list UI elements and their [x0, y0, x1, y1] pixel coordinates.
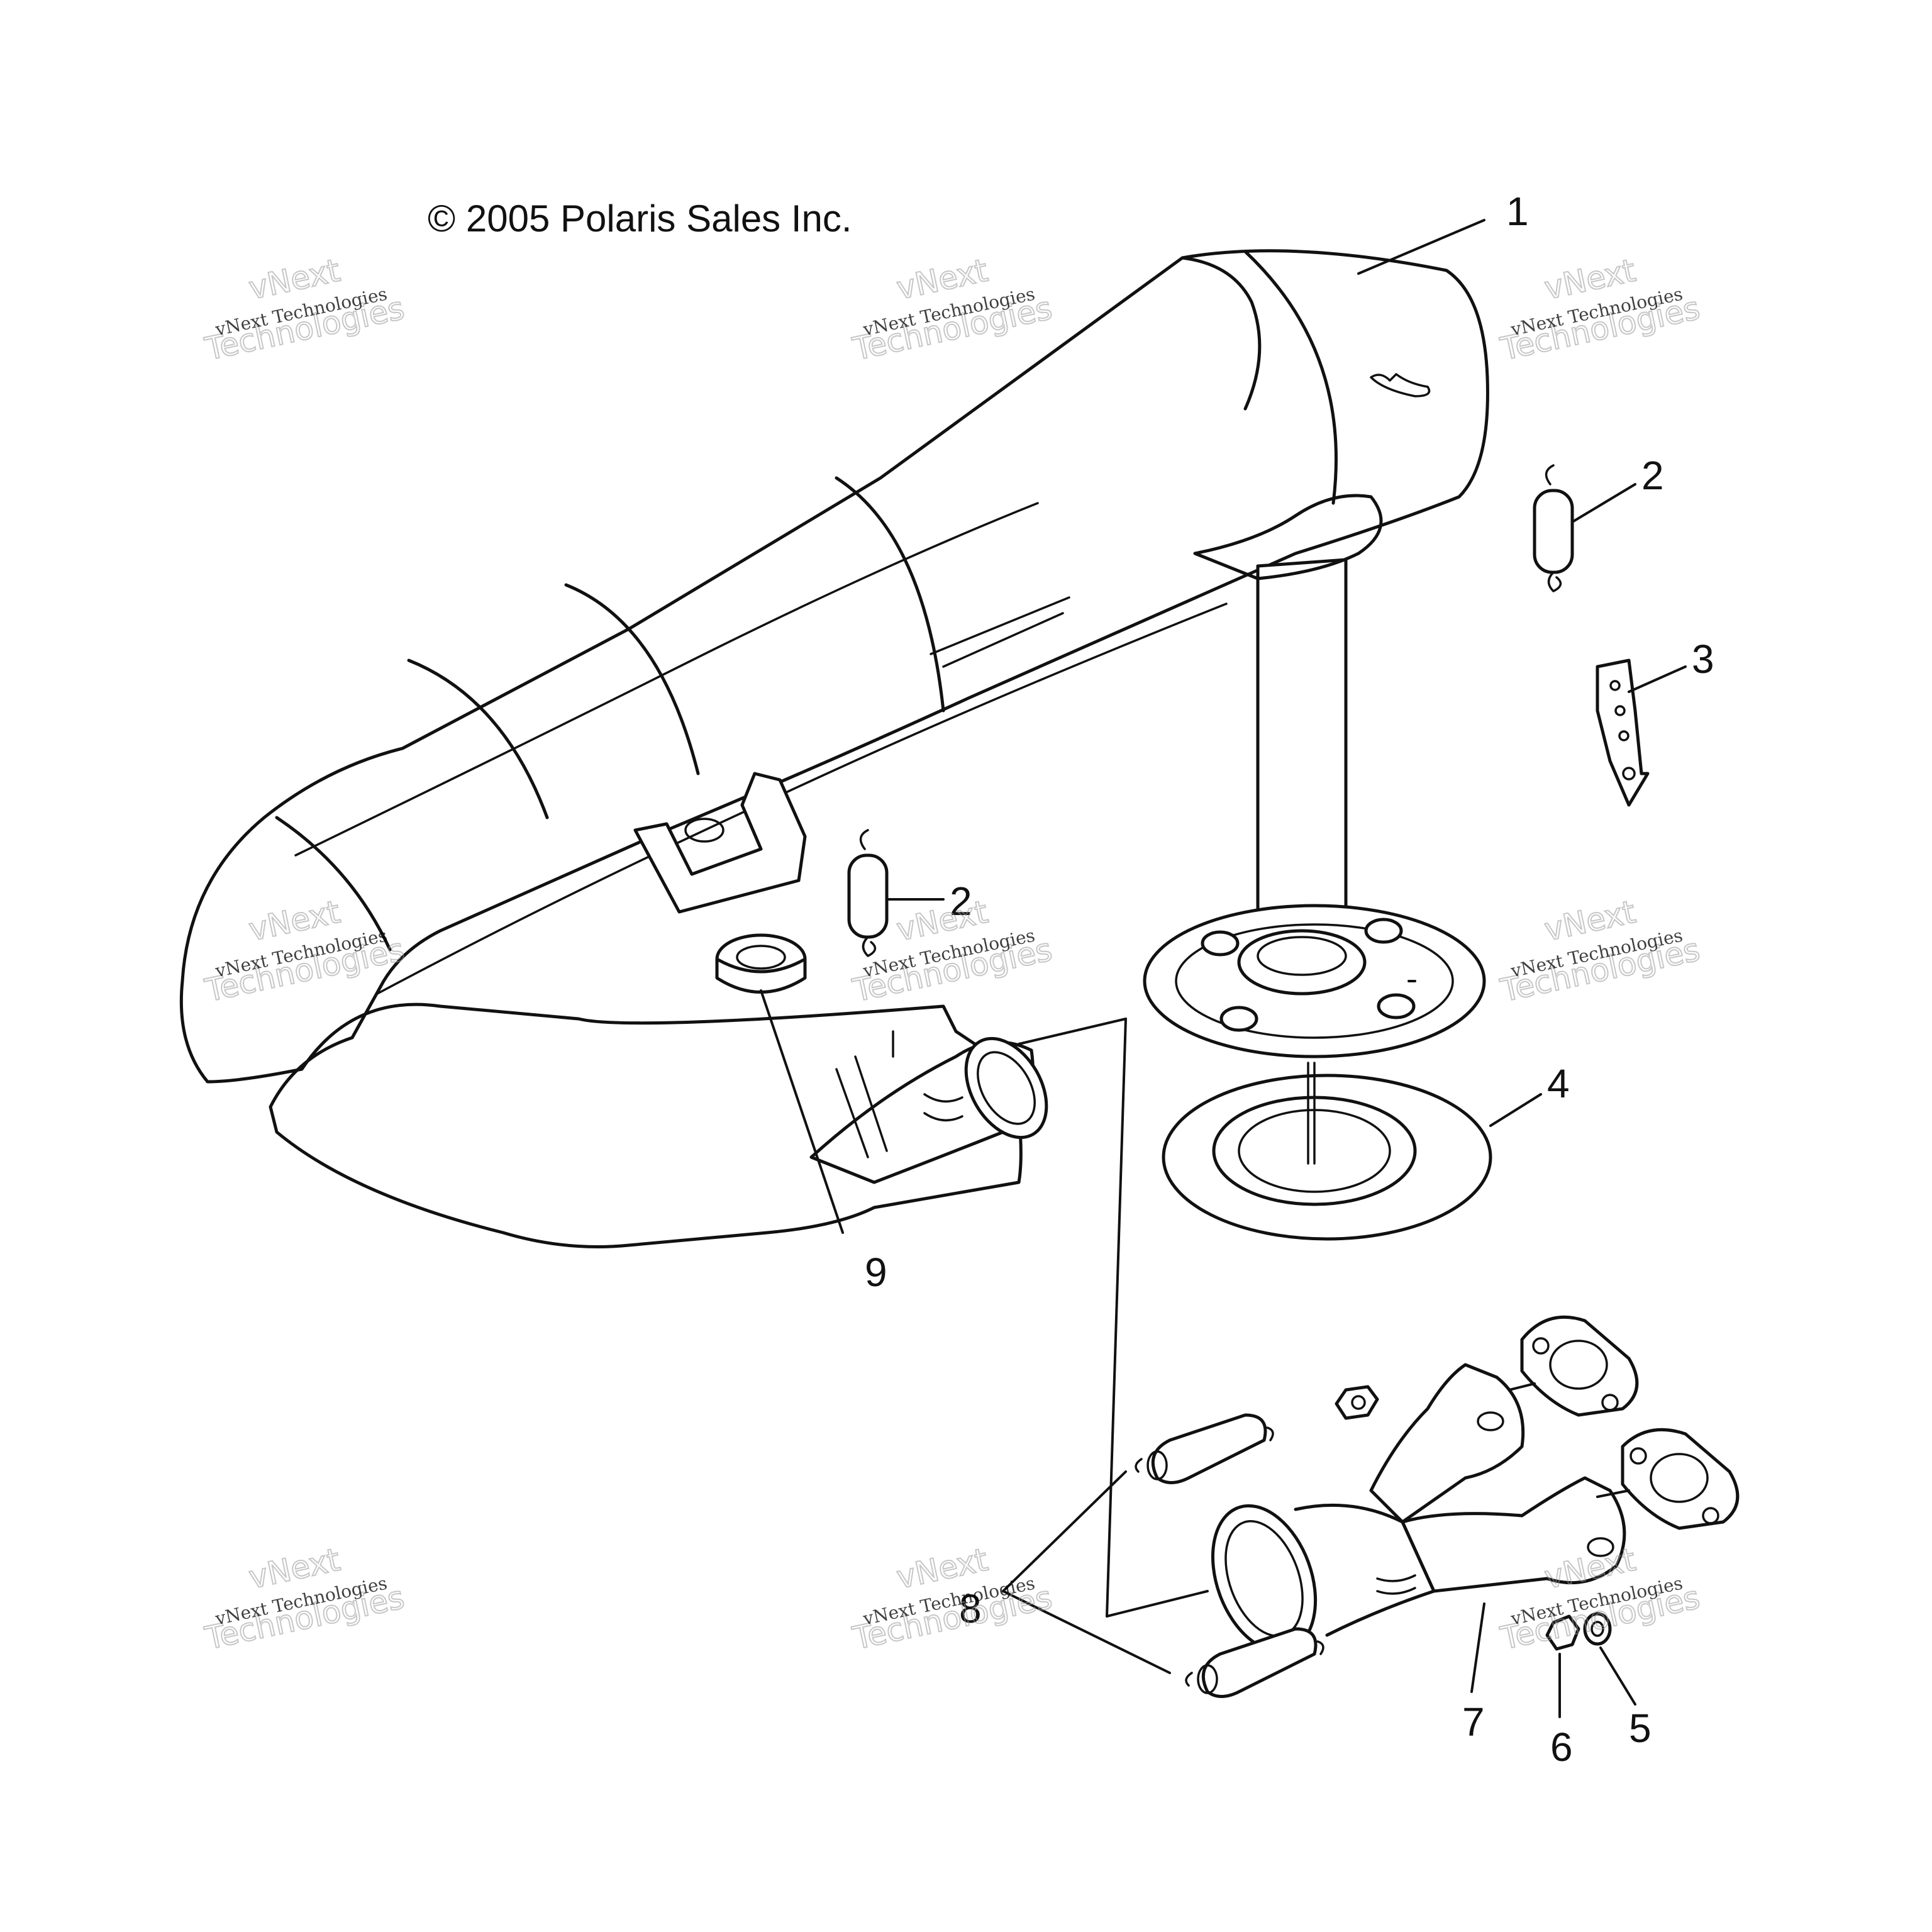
callout-5: 5: [1629, 1706, 1652, 1751]
watermark-5: vNext Technologies vNext Technologies: [849, 893, 1056, 1010]
watermarks: vNext Technologies vNext Technologies vN…: [201, 252, 1704, 1658]
watermark-7: vNext Technologies vNext Technologies: [201, 1541, 408, 1658]
nut: [1545, 1614, 1580, 1651]
callout-7: 7: [1462, 1699, 1485, 1745]
spring-lower-2: [1185, 1627, 1324, 1698]
watermark-6: vNext Technologies vNext Technologies: [1497, 893, 1704, 1010]
callout-2-upper: 2: [1641, 453, 1664, 498]
callout-9: 9: [865, 1250, 887, 1295]
callout-1: 1: [1506, 189, 1529, 234]
washer: [1583, 1612, 1612, 1646]
leader-lines: [760, 219, 1687, 1718]
callout-8: 8: [959, 1586, 982, 1631]
gasket-flange: [1162, 1062, 1492, 1241]
copyright-text: © 2005 Polaris Sales Inc.: [428, 197, 852, 240]
watermark-8: vNext Technologies vNext Technologies: [849, 1541, 1056, 1658]
watermark-3: vNext Technologies vNext Technologies: [1497, 252, 1704, 369]
spring-upper: [1533, 464, 1574, 592]
spring-middle: [847, 829, 889, 957]
callout-3: 3: [1692, 636, 1714, 682]
callout-6: 6: [1550, 1724, 1573, 1770]
exhaust-manifold: [1211, 1315, 1740, 1653]
watermark-2: vNext Technologies vNext Technologies: [849, 252, 1056, 369]
grommet: [715, 933, 807, 994]
spring-lower-1: [1135, 1413, 1274, 1484]
muffler-assembly: [179, 249, 1489, 1248]
bracket: [1596, 658, 1650, 807]
watermark-1: vNext Technologies vNext Technologies: [201, 252, 408, 369]
callouts: 1 2 2 3 4 5 6 7 8 9: [865, 189, 1714, 1770]
callout-2-middle: 2: [950, 879, 972, 924]
callout-4: 4: [1547, 1061, 1570, 1106]
